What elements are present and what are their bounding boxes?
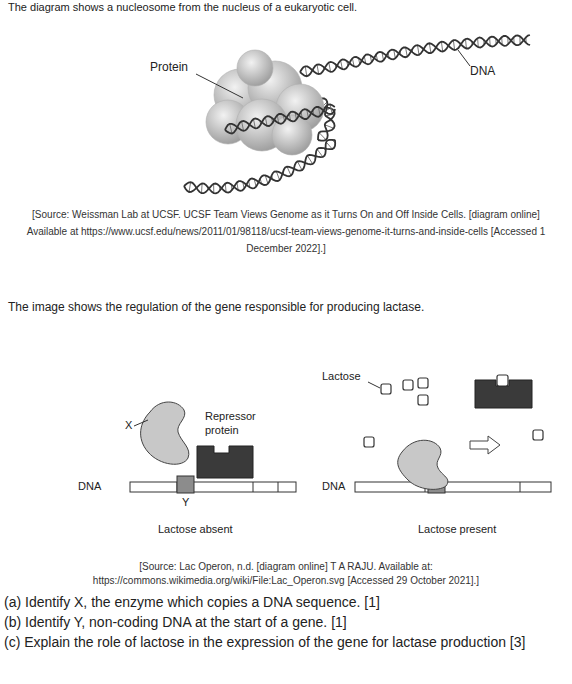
dna-strand [225,104,335,131]
question-text: (c) Explain the role of lactose in the e… [4,634,568,652]
source-note: [Source: Lac Operon, n.d. [diagram onlin… [56,560,516,588]
part-label: Lactose [322,370,361,384]
dna-helix [184,104,335,193]
dna-strand [300,35,530,76]
question-text: (b) Identify Y, non-coding DNA at the st… [4,614,568,632]
transcription-arrow [470,436,500,454]
part-label: Protein [150,60,188,75]
question-text: (a) Identify X, the enzyme which copies … [4,594,568,612]
lactose-molecule [364,375,543,447]
condition-label: Lactose absent [158,523,233,537]
part-label: Y [182,496,189,510]
condition-label: Lactose present [418,523,496,537]
rna-polymerase [398,440,448,489]
intro-text: The image shows the regulation of the ge… [8,300,424,315]
dna-bar [355,482,551,492]
dna-helix [300,35,530,141]
leader-line [368,382,380,388]
leader-line [196,74,243,98]
dna-strand [184,140,335,193]
intro-text: The diagram shows a nucleosome from the … [8,1,357,15]
dna-bar [130,482,296,492]
dna-strand [184,140,335,194]
leader-line [134,420,148,426]
source-note: [Source: Weissman Lab at UCSF. UCSF Team… [26,206,546,257]
histone-protein [206,50,324,155]
promoter-region [177,476,194,493]
part-label: X [125,419,132,433]
part-label: DNA [322,480,345,494]
dna-strand [300,35,530,74]
repressor-protein [197,446,253,478]
leader-line [458,50,470,66]
part-label: DNA [470,64,495,79]
rna-polymerase [141,402,189,464]
part-label: DNA [78,480,101,494]
dna-strand [184,140,335,193]
part-label: Repressor protein [205,410,267,438]
